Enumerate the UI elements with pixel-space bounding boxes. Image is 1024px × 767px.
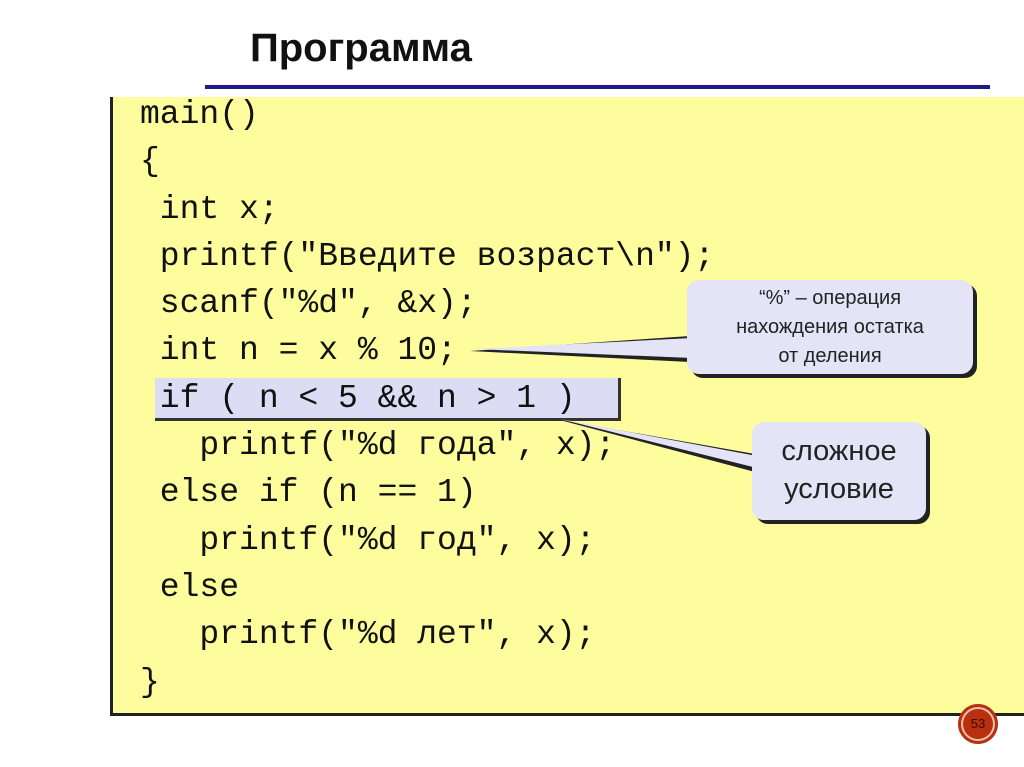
callout-line: “%” – операция <box>758 287 902 309</box>
callout-line: условие <box>784 473 894 505</box>
code-line: if ( n < 5 && n > 1 ) <box>140 379 576 417</box>
callout-line: от деления <box>778 345 882 367</box>
code-line: printf("%d год", x); <box>140 521 596 559</box>
code-line: scanf("%d", &x); <box>140 285 477 323</box>
code-line: int n = x % 10; <box>140 332 457 370</box>
code-listing: main() { int x; printf("Введите возраст\n… <box>140 91 714 706</box>
code-line: printf("%d лет", x); <box>140 616 596 654</box>
slide-title: Программа <box>250 26 472 70</box>
callout-line: нахождения остатка <box>736 316 924 338</box>
code-line: printf("Введите возраст\n"); <box>140 237 715 275</box>
condition-highlight <box>155 378 621 421</box>
code-line: else <box>140 568 240 606</box>
code-line: int x; <box>140 190 279 228</box>
callout-pointer-modulo-fill <box>474 338 692 358</box>
page-number-badge: 53 <box>958 704 998 744</box>
callout-pointer-condition-fill <box>560 419 757 468</box>
code-line: printf("%d года", x); <box>140 427 616 465</box>
code-line: else if (n == 1) <box>140 474 477 512</box>
title-underline <box>205 85 990 89</box>
callout-line: сложное <box>781 435 897 467</box>
callout-pointer-condition <box>556 419 755 472</box>
callout-complex-condition: сложное условие <box>752 422 926 520</box>
code-line: main() <box>140 96 259 133</box>
code-line: } <box>140 663 160 701</box>
code-line: { <box>140 143 160 181</box>
callout-modulo: “%” – операция нахождения остатка от дел… <box>687 280 973 374</box>
